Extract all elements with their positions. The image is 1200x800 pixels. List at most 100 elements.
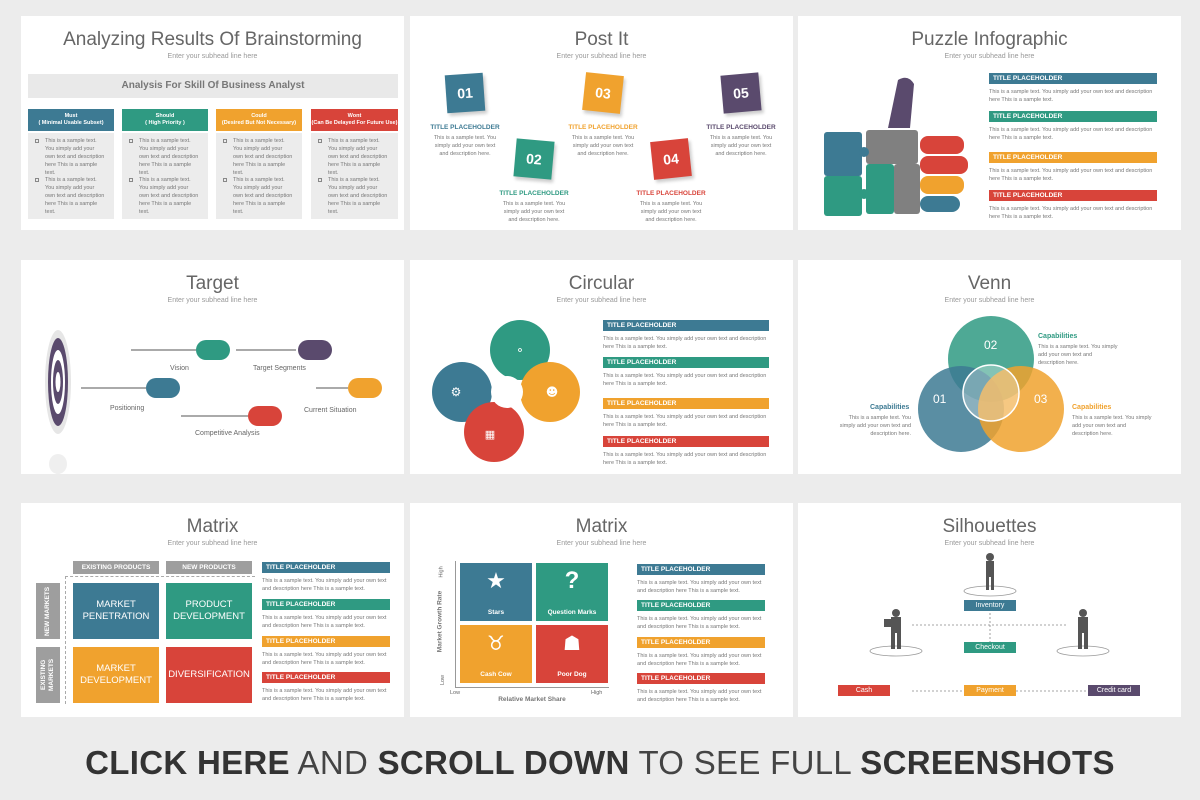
- column-head-should: Should ( High Priority ): [122, 109, 208, 131]
- svg-text:⚙: ⚙: [451, 385, 462, 399]
- svg-text:☻: ☻: [546, 385, 559, 399]
- circular-text-3: This is a sample text. You simply add yo…: [603, 414, 767, 428]
- slide-title: Post It: [574, 29, 629, 50]
- post-it-note-05: 05: [720, 72, 762, 114]
- column-head-wont: Wont (Can Be Delayed For Future Use): [311, 109, 398, 131]
- bullet-text: This is a sample text. You simply add yo…: [233, 177, 293, 215]
- slide-title: Venn: [967, 273, 1012, 294]
- cta-scroll-down: SCROLL DOWN: [377, 744, 630, 781]
- matrix-top-line: [65, 576, 255, 577]
- bullet-text: This is a sample text. You simply add yo…: [139, 138, 199, 176]
- checkbox-icon: [129, 178, 133, 182]
- capabilities-text-top: This is a sample text. You simply add yo…: [1038, 344, 1118, 366]
- bcg-y-axis-line: [455, 561, 456, 687]
- puzzle-text-2: This is a sample text. You simply add yo…: [989, 127, 1153, 141]
- star-icon: ★: [486, 569, 506, 594]
- puzzle-text-4: This is a sample text. You simply add yo…: [989, 206, 1153, 220]
- column-body: [311, 133, 398, 219]
- matrix-title-1: TITLE PLACEHOLDER: [262, 562, 390, 573]
- target-label-current: Current Situation: [304, 407, 357, 414]
- cell-label: Question Marks: [547, 609, 597, 616]
- slide-subhead: Enter your subhead line here: [944, 297, 1035, 304]
- capabilities-title-left: Capabilities: [870, 404, 910, 411]
- slide-puzzle[interactable]: Puzzle Infographic Enter your subhead li…: [798, 16, 1181, 230]
- post-it-note-04: 04: [650, 138, 692, 180]
- cell-poor-dog: ☗ Poor Dog: [536, 625, 608, 683]
- cell-label: Cash Cow: [480, 671, 512, 678]
- question-icon: ?: [564, 567, 580, 594]
- dog-icon: ☗: [563, 631, 581, 655]
- column-head-could: Could (Desired But Not Necessary): [216, 109, 302, 131]
- checkbox-icon: [223, 139, 227, 143]
- cta-text: AND: [289, 744, 378, 781]
- checkbox-icon: [318, 139, 322, 143]
- note-title: TITLE PLACEHOLDER: [430, 124, 500, 131]
- slide-title: Target: [186, 273, 239, 294]
- matrix-title-2: TITLE PLACEHOLDER: [262, 599, 390, 610]
- column-body: [122, 133, 208, 219]
- bullet-text: This is a sample text. You simply add yo…: [328, 138, 388, 176]
- svg-text:▦: ▦: [485, 428, 495, 441]
- slide-target[interactable]: Target Enter your subhead line here Visi…: [21, 260, 404, 474]
- circular-title-1: TITLE PLACEHOLDER: [603, 320, 769, 331]
- note-text: This is a sample text. You simply add yo…: [502, 201, 566, 223]
- slide-title: Matrix: [186, 516, 239, 537]
- cell-market-penetration: MARKET PENETRATION: [73, 583, 159, 639]
- slide-subhead: Enter your subhead line here: [944, 53, 1035, 60]
- note-text: This is a sample text. You simply add yo…: [433, 135, 497, 157]
- column-body: [28, 133, 114, 219]
- bcg-title-1: TITLE PLACEHOLDER: [637, 564, 765, 575]
- bcg-y-axis-label: Market Growth Rate: [436, 590, 444, 653]
- note-title: TITLE PLACEHOLDER: [636, 190, 706, 197]
- bcg-text-4: This is a sample text. You simply add yo…: [637, 689, 762, 703]
- note-title: TITLE PLACEHOLDER: [499, 190, 569, 197]
- capabilities-text-left: This is a sample text. You simply add yo…: [839, 415, 911, 437]
- slide-circular[interactable]: Circular Enter your subhead line here ⚬ …: [410, 260, 793, 474]
- cta-text: TO SEE FULL: [629, 744, 861, 781]
- matrix-title-4: TITLE PLACEHOLDER: [262, 672, 390, 683]
- slides-grid: Analyzing Results Of Brainstorming Enter…: [21, 16, 1181, 717]
- note-text: This is a sample text. You simply add yo…: [709, 135, 773, 157]
- puzzle-title-2: TITLE PLACEHOLDER: [989, 111, 1157, 122]
- puzzle-text-3: This is a sample text. You simply add yo…: [989, 168, 1153, 182]
- row-head-new-markets: NEW MARKETS: [36, 583, 60, 639]
- matrix-text-4: This is a sample text. You simply add yo…: [262, 688, 387, 702]
- cta-click-here[interactable]: CLICK HERE: [85, 744, 290, 781]
- target-label-segments: Target Segments: [253, 365, 306, 372]
- circular-title-3: TITLE PLACEHOLDER: [603, 398, 769, 409]
- silhouette-label-payment: Payment: [964, 685, 1016, 696]
- venn-circle-03: 03: [1034, 392, 1048, 406]
- checkbox-icon: [129, 139, 133, 143]
- bullet-text: This is a sample text. You simply add yo…: [45, 177, 105, 215]
- slide-post-it[interactable]: Post It Enter your subhead line here 01 …: [410, 16, 793, 230]
- slide-venn[interactable]: Venn Enter your subhead line here 02 01 …: [798, 260, 1181, 474]
- slide-subhead: Enter your subhead line here: [167, 540, 258, 547]
- circular-title-2: TITLE PLACEHOLDER: [603, 357, 769, 368]
- slide-title: Analyzing Results Of Brainstorming: [63, 29, 362, 50]
- venn-circle-02: 02: [984, 338, 998, 352]
- note-text: This is a sample text. You simply add yo…: [571, 135, 635, 157]
- cell-market-development: MARKET DEVELOPMENT: [73, 647, 159, 703]
- slide-subhead: Enter your subhead line here: [556, 53, 647, 60]
- slide-silhouettes[interactable]: Silhouettes Enter your subhead line here…: [798, 503, 1181, 717]
- cta-screenshots: SCREENSHOTS: [860, 744, 1115, 781]
- puzzle-title-4: TITLE PLACEHOLDER: [989, 190, 1157, 201]
- scroll-cta-banner[interactable]: CLICK HERE AND SCROLL DOWN TO SEE FULL S…: [0, 730, 1200, 800]
- target-label-vision: Vision: [170, 365, 189, 372]
- checkbox-icon: [318, 178, 322, 182]
- puzzle-title-3: TITLE PLACEHOLDER: [989, 152, 1157, 163]
- cell-diversification: DIVERSIFICATION: [166, 647, 252, 703]
- slide-bcg-matrix[interactable]: Matrix Enter your subhead line here Mark…: [410, 503, 793, 717]
- analysis-banner: Analysis For Skill Of Business Analyst: [28, 74, 398, 98]
- bcg-x-axis-label: Relative Market Share: [498, 696, 566, 703]
- capabilities-text-right: This is a sample text. You simply add yo…: [1072, 415, 1152, 437]
- bcg-y-low: Low: [440, 674, 447, 686]
- matrix-title-3: TITLE PLACEHOLDER: [262, 636, 390, 647]
- checkbox-icon: [223, 178, 227, 182]
- bullet-text: This is a sample text. You simply add yo…: [233, 138, 293, 176]
- slide-brainstorming[interactable]: Analyzing Results Of Brainstorming Enter…: [21, 16, 404, 230]
- silhouette-label-cash: Cash: [838, 685, 890, 696]
- slide-ansoff-matrix[interactable]: Matrix Enter your subhead line here EXIS…: [21, 503, 404, 717]
- target-label-competitive: Competitive Analysis: [195, 430, 260, 437]
- matrix-text-3: This is a sample text. You simply add yo…: [262, 652, 387, 666]
